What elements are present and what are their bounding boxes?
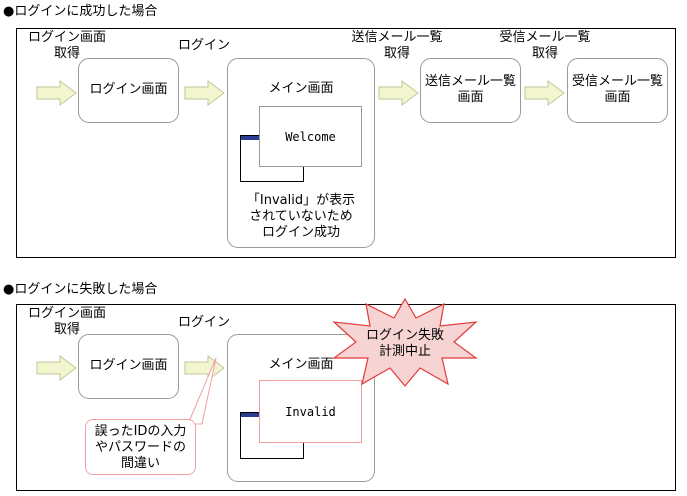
success-arrow-2-icon bbox=[184, 80, 225, 106]
success-login-screen-box: ログイン画面 bbox=[78, 58, 179, 123]
failure-arrow-1-icon bbox=[36, 355, 77, 381]
success-arrow-1-icon bbox=[36, 80, 77, 106]
failure-error-callout: 誤ったIDの入力 やパスワードの 間違い bbox=[85, 419, 196, 475]
success-welcome-text: Welcome bbox=[285, 129, 336, 144]
success-login-screen-label: ログイン画面 bbox=[89, 82, 168, 97]
success-section-title: ●ログインに成功した場合 bbox=[3, 4, 158, 19]
success-main-screen-title: メイン画面 bbox=[268, 81, 334, 96]
success-step-get-login-label: ログイン画面 取得 bbox=[27, 30, 106, 61]
failure-callout-pointer bbox=[187, 357, 217, 425]
failure-window-front: Invalid bbox=[259, 380, 362, 443]
failure-step-get-login-label: ログイン画面 取得 bbox=[27, 306, 106, 337]
success-sent-list-label: 送信メール一覧 画面 bbox=[424, 74, 516, 105]
failure-step-login-label: ログイン bbox=[177, 315, 230, 330]
success-main-screen-note: 「Invalid」が表示 されていないため ログイン成功 bbox=[246, 193, 356, 240]
failure-burst-text: ログイン失敗 計測中止 bbox=[365, 328, 444, 359]
success-step-get-inbox-label: 受信メール一覧 取得 bbox=[499, 30, 591, 61]
success-step-login-label: ログイン bbox=[177, 38, 230, 53]
success-step-get-sent-label: 送信メール一覧 取得 bbox=[351, 30, 443, 61]
failure-login-screen-box: ログイン画面 bbox=[78, 334, 179, 399]
success-inbox-list-box: 受信メール一覧 画面 bbox=[567, 58, 668, 123]
failure-explosion-icon bbox=[332, 297, 478, 387]
failure-section-title: ●ログインに失敗した場合 bbox=[3, 282, 158, 297]
success-window-front: Welcome bbox=[259, 106, 362, 167]
failure-invalid-text: Invalid bbox=[285, 404, 336, 419]
failure-main-screen-title: メイン画面 bbox=[268, 357, 334, 372]
failure-login-screen-label: ログイン画面 bbox=[89, 358, 168, 373]
success-arrow-3-icon bbox=[378, 80, 419, 106]
success-arrow-4-icon bbox=[524, 80, 565, 106]
success-inbox-list-label: 受信メール一覧 画面 bbox=[571, 74, 663, 105]
success-sent-list-box: 送信メール一覧 画面 bbox=[420, 58, 521, 123]
